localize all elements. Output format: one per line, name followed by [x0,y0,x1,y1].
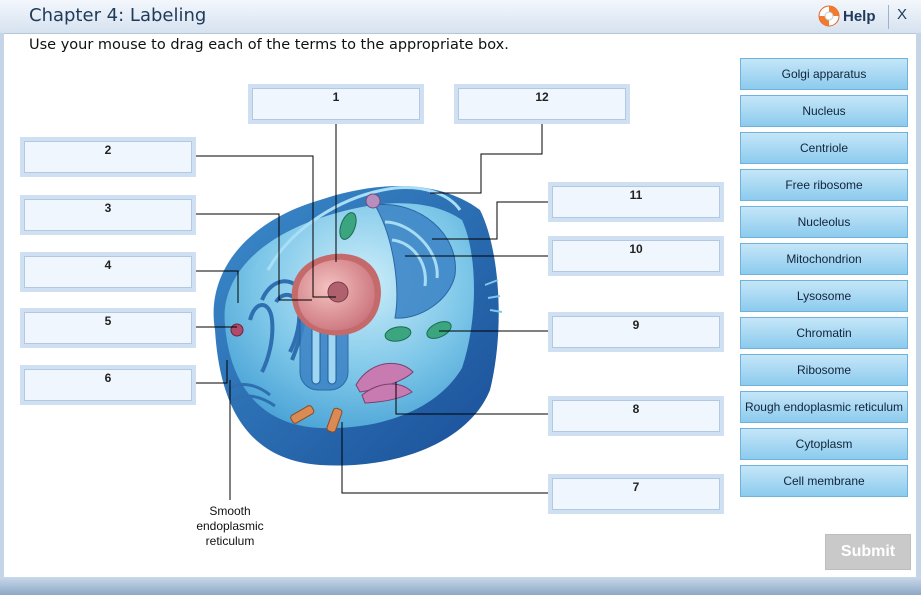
vesicle [365,193,381,209]
drop-box-11[interactable]: 11 [548,182,724,222]
smooth-er [227,383,276,408]
title-divider [888,5,889,29]
term-ribosome[interactable]: Ribosome [740,354,908,386]
drop-box-5[interactable]: 5 [20,308,196,348]
term-chromatin[interactable]: Chromatin [740,317,908,349]
drop-box-3[interactable]: 3 [20,195,196,235]
lifebuoy-icon [818,5,840,27]
close-button[interactable]: X [897,6,908,23]
instructions: Use your mouse to drag each of the terms… [29,37,509,53]
drop-box-10[interactable]: 10 [548,236,724,276]
term-nucleus[interactable]: Nucleus [740,95,908,127]
drop-box-7[interactable]: 7 [548,474,724,514]
drop-box-6[interactable]: 6 [20,365,196,405]
membrane-projections [254,257,503,313]
drop-box-1[interactable]: 1 [248,84,424,124]
lysosome [230,323,244,337]
nucleolus [327,281,349,303]
mitochondria [339,212,452,342]
golgi-apparatus [355,362,414,404]
bottom-bar [0,577,921,595]
frame-left [0,33,4,578]
title-bar: Chapter 4: Labeling Help X [0,0,921,34]
nucleus [291,253,381,336]
term-lysosome[interactable]: Lysosome [740,280,908,312]
term-golgi-apparatus[interactable]: Golgi apparatus [740,58,908,90]
rough-er-right [374,204,456,319]
leader-lines [196,123,548,500]
term-mitochondrion[interactable]: Mitochondrion [740,243,908,275]
drop-box-9[interactable]: 9 [548,312,724,352]
frame-right [916,33,921,578]
term-cell-membrane[interactable]: Cell membrane [740,465,908,497]
help-label: Help [843,7,876,25]
help-button[interactable]: Help [818,4,876,28]
drop-box-2[interactable]: 2 [20,137,196,177]
smooth-er-label: Smooth endoplasmic reticulum [196,504,264,548]
term-nucleolus[interactable]: Nucleolus [740,206,908,238]
term-free-ribosome[interactable]: Free ribosome [740,169,908,201]
term-rough-er[interactable]: Rough endoplasmic reticulum [740,391,908,423]
submit-button[interactable]: Submit [825,534,911,570]
centrioles [290,405,343,433]
drop-box-12[interactable]: 12 [454,84,630,124]
term-centriole[interactable]: Centriole [740,132,908,164]
page-title: Chapter 4: Labeling [29,5,207,26]
drop-box-4[interactable]: 4 [20,252,196,292]
cell-membrane-edge [266,185,462,271]
term-cytoplasm[interactable]: Cytoplasm [740,428,908,460]
drop-box-8[interactable]: 8 [548,396,724,436]
